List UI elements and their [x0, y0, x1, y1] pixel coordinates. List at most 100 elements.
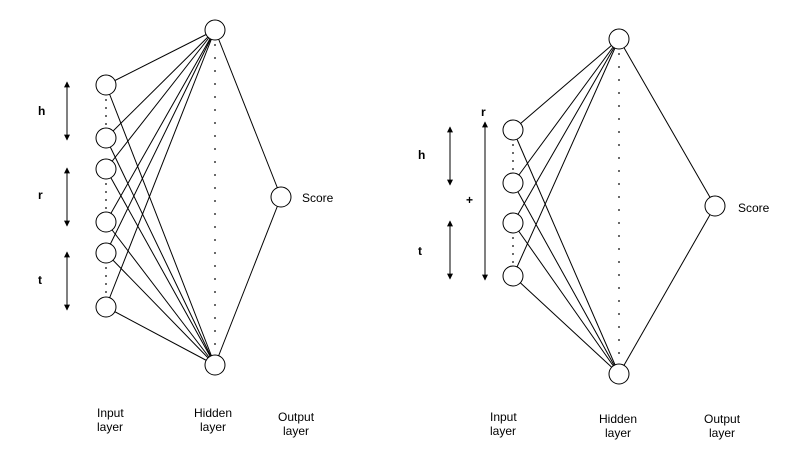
- right-input-dot: [512, 245, 514, 247]
- right-hidden-dot: [618, 235, 620, 237]
- left-input-dot: [105, 191, 107, 193]
- left-edge-input-5-to-hidden-top: [105, 29, 216, 308]
- left-input-dot: [105, 99, 107, 101]
- right-hidden-dot: [618, 248, 620, 250]
- right-hidden-dot: [618, 157, 620, 159]
- right-input-dot: [512, 237, 514, 239]
- right-input-node-3: [502, 265, 524, 287]
- right-score-label: Score: [738, 201, 770, 215]
- right-edge-input-1-to-hidden-top: [512, 38, 620, 184]
- left-connections: [105, 29, 216, 366]
- right-hidden-bottom-to-output: [618, 205, 716, 375]
- left-input-caption-1: Input: [97, 406, 124, 420]
- left-input-node-2: [95, 158, 117, 180]
- right-r-label: r: [481, 105, 486, 119]
- left-input-dot: [105, 283, 107, 285]
- right-input-dot: [512, 261, 514, 263]
- left-network: Score h r t Input layer Hidden layer Out…: [38, 19, 334, 438]
- right-hidden-caption-1: Hidden: [599, 412, 637, 426]
- right-hidden-node-top: [608, 28, 630, 50]
- left-hidden-caption-2: layer: [200, 420, 226, 434]
- left-hidden-dot: [214, 317, 216, 319]
- right-hidden-dot: [618, 183, 620, 185]
- left-hidden-dot: [214, 161, 216, 163]
- right-h-label: h: [418, 148, 425, 162]
- right-hidden-dot: [618, 92, 620, 94]
- left-hidden-dot: [214, 96, 216, 98]
- right-hidden-dot: [618, 79, 620, 81]
- right-input-dot: [512, 253, 514, 255]
- left-hidden-dot: [214, 83, 216, 85]
- left-hidden-dot: [214, 109, 216, 111]
- left-input-node-0: [95, 74, 117, 96]
- left-edge-input-4-to-hidden-bottom: [105, 252, 216, 366]
- left-input-dot: [105, 199, 107, 201]
- left-t-label: t: [38, 273, 42, 287]
- left-edge-input-1-to-hidden-top: [105, 29, 216, 139]
- left-hidden-bottom-to-output: [214, 196, 282, 366]
- left-input-caption-2: layer: [97, 420, 123, 434]
- right-hidden-caption-2: layer: [605, 426, 631, 440]
- right-hidden-dot: [618, 170, 620, 172]
- left-input-nodes: [95, 74, 117, 318]
- left-input-dot: [105, 267, 107, 269]
- left-input-ellipsis: [105, 99, 107, 293]
- left-input-dot: [105, 291, 107, 293]
- left-input-dot: [105, 115, 107, 117]
- right-hidden-dot: [618, 144, 620, 146]
- right-edge-input-1-to-hidden-bottom: [512, 182, 620, 375]
- left-hidden-dot: [214, 148, 216, 150]
- right-t-label: t: [418, 244, 422, 258]
- right-output-caption-2: layer: [709, 426, 735, 440]
- right-input-node-1: [502, 172, 524, 194]
- left-hidden-dot: [214, 291, 216, 293]
- right-network: Score h t r + Input layer Hidden layer O…: [418, 28, 770, 440]
- left-input-dot: [105, 123, 107, 125]
- right-edge-input-2-to-hidden-bottom: [512, 222, 620, 375]
- left-output-caption-1: Output: [278, 410, 315, 424]
- left-hidden-dot: [214, 226, 216, 228]
- left-hidden-dot: [214, 304, 216, 306]
- left-input-node-1: [95, 127, 117, 149]
- right-hidden-ellipsis: [618, 53, 620, 354]
- right-hidden-dot: [618, 131, 620, 133]
- right-input-dot: [512, 144, 514, 146]
- left-input-dot: [105, 207, 107, 209]
- left-hidden-dot: [214, 200, 216, 202]
- right-input-dot: [512, 160, 514, 162]
- right-input-nodes: [502, 119, 524, 287]
- right-output-caption-1: Output: [704, 412, 741, 426]
- left-edge-input-0-to-hidden-bottom: [105, 84, 216, 366]
- right-input-caption-2: layer: [490, 424, 516, 438]
- left-hidden-top-to-output: [214, 29, 282, 198]
- right-input-caption-1: Input: [490, 410, 517, 424]
- right-hidden-top-to-output: [618, 38, 716, 207]
- left-input-dot: [105, 107, 107, 109]
- left-edge-input-2-to-hidden-top: [105, 29, 216, 170]
- right-hidden-dot: [618, 222, 620, 224]
- left-h-label: h: [38, 104, 45, 118]
- left-input-node-4: [95, 242, 117, 264]
- left-edge-input-1-to-hidden-bottom: [105, 137, 216, 366]
- left-hidden-dot: [214, 239, 216, 241]
- right-output-node: [704, 195, 726, 217]
- left-hidden-dot: [214, 174, 216, 176]
- right-input-ellipsis: [512, 144, 514, 263]
- left-hidden-dot: [214, 265, 216, 267]
- left-hidden-dot: [214, 135, 216, 137]
- left-edge-input-3-to-hidden-top: [105, 29, 216, 223]
- left-hidden-dot: [214, 44, 216, 46]
- right-plus-label: +: [466, 193, 473, 207]
- right-hidden-dot: [618, 339, 620, 341]
- right-hidden-dot: [618, 300, 620, 302]
- left-edge-input-4-to-hidden-top: [105, 29, 216, 254]
- right-hidden-dot: [618, 326, 620, 328]
- right-input-dot: [512, 168, 514, 170]
- left-hidden-node-top: [204, 19, 226, 41]
- right-hidden-dot: [618, 53, 620, 55]
- left-output-node: [270, 186, 292, 208]
- right-edge-input-0-to-hidden-top: [512, 38, 620, 131]
- right-connections: [512, 38, 620, 375]
- left-input-node-5: [95, 296, 117, 318]
